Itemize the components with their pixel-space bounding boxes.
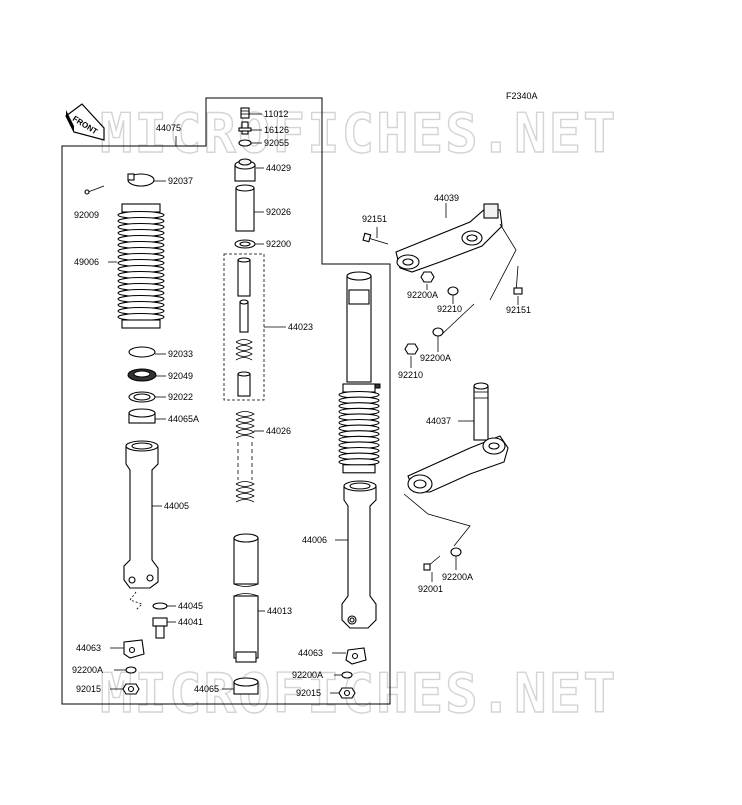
label-11012: 11012 (264, 109, 288, 119)
part-44063-left (110, 639, 145, 659)
label-92200: 92200 (266, 239, 291, 249)
part-44026 (235, 411, 264, 503)
part-92200 (234, 239, 264, 249)
part-44005 (123, 440, 162, 611)
part-92210-b (404, 343, 419, 368)
part-16126 (238, 121, 262, 135)
part-92200a-1 (420, 271, 435, 290)
label-44039: 44039 (434, 193, 459, 203)
label-92022: 92022 (168, 392, 193, 402)
label-44041: 44041 (178, 617, 203, 627)
part-44023 (235, 257, 286, 397)
label-92026: 92026 (266, 207, 291, 217)
label-92200a-2: 92200A (420, 353, 451, 363)
part-92009 (84, 185, 105, 195)
label-44023: 44023 (288, 322, 313, 332)
label-92001: 92001 (418, 584, 443, 594)
label-92210-a: 92210 (437, 304, 462, 314)
label-92200a-right: 92200A (292, 670, 323, 680)
label-92009: 92009 (74, 210, 99, 220)
label-92200a-1: 92200A (407, 290, 438, 300)
label-44006: 44006 (302, 535, 327, 545)
front-arrow-icon: FRONT (65, 103, 105, 141)
label-92015-left: 92015 (76, 684, 101, 694)
part-44039 (395, 203, 503, 273)
watermark-bottom: MICROFICHES.NET (100, 662, 618, 725)
label-44026: 44026 (266, 426, 291, 436)
part-92200a-2 (432, 327, 444, 352)
label-44005: 44005 (164, 501, 189, 511)
part-92026 (235, 184, 264, 232)
part-44013 (233, 533, 265, 663)
part-92033 (128, 346, 166, 358)
label-49006: 49006 (74, 257, 99, 267)
label-92200a-3: 92200A (442, 572, 473, 582)
label-44013: 44013 (267, 606, 292, 616)
label-44065: 44065 (194, 684, 219, 694)
label-92033: 92033 (168, 349, 193, 359)
part-92200a-3 (450, 547, 462, 570)
label-92200a-left: 92200A (72, 665, 103, 675)
label-92055: 92055 (264, 138, 289, 148)
part-44063-right (332, 647, 367, 665)
part-92015-left (110, 683, 140, 695)
part-44037 (407, 382, 509, 494)
label-92151-right: 92151 (506, 305, 531, 315)
label-92015-right: 92015 (296, 688, 321, 698)
label-44063-right: 44063 (298, 648, 323, 658)
label-92037: 92037 (168, 176, 193, 186)
label-16126: 16126 (264, 125, 289, 135)
part-92022 (128, 391, 166, 403)
part-92151-left (362, 227, 389, 245)
part-44041 (152, 617, 176, 639)
part-11012 (240, 107, 262, 119)
part-49006 (117, 203, 165, 329)
part-92001 (423, 555, 441, 582)
part-44029 (234, 158, 264, 182)
part-92015-right (330, 687, 356, 699)
label-44065a: 44065A (168, 414, 199, 424)
assembly-frame (61, 97, 391, 705)
part-44045 (152, 602, 176, 610)
boot-right (338, 383, 380, 474)
label-44037: 44037 (426, 416, 451, 426)
label-92151-left: 92151 (362, 214, 387, 224)
part-92200a-left (114, 666, 137, 674)
label-44029: 44029 (266, 163, 291, 173)
watermark-top: MICROFICHES.NET (100, 102, 618, 165)
part-92210-a (447, 286, 459, 304)
label-92049: 92049 (168, 371, 193, 381)
part-44065 (222, 677, 259, 695)
figure-code: F2340A (506, 91, 538, 101)
part-92200a-right (334, 671, 353, 679)
label-44045: 44045 (178, 601, 203, 611)
label-44063-left: 44063 (76, 643, 101, 653)
part-92055 (238, 139, 262, 147)
part-92151-right (513, 265, 523, 305)
part-44006 (335, 480, 377, 629)
assembly-label: 44075 (156, 123, 181, 133)
fork-assembled-right (346, 271, 381, 389)
part-92049 (127, 368, 166, 382)
part-44065a (128, 408, 166, 424)
label-92210-b: 92210 (398, 370, 423, 380)
part-92037 (127, 173, 166, 187)
